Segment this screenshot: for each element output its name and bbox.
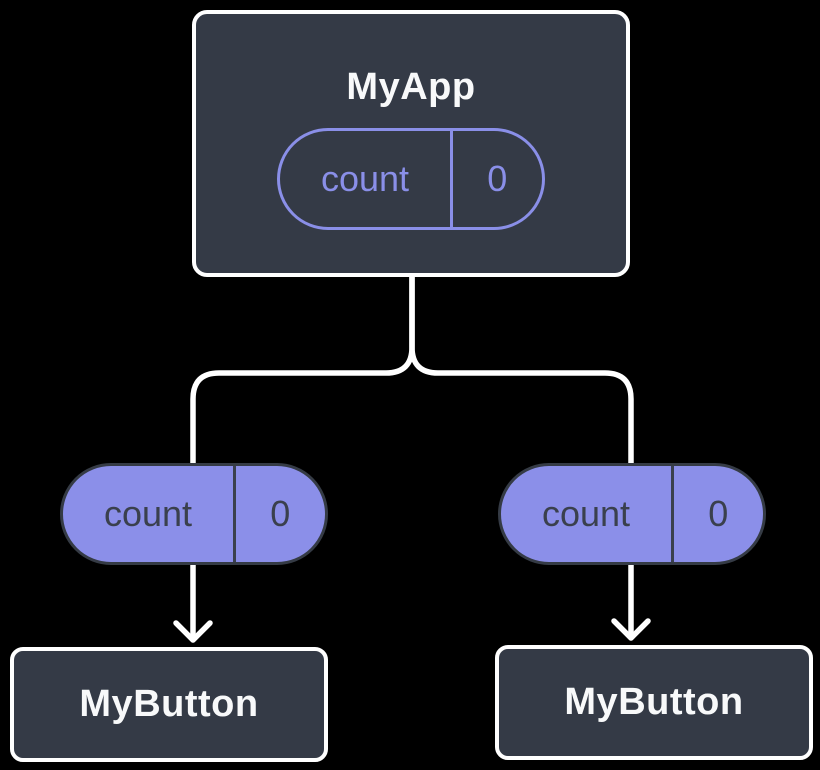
- root-node: MyApp: [192, 10, 630, 277]
- state-name: count: [320, 158, 410, 199]
- pill-divider: [671, 466, 674, 562]
- arrowhead-right-icon: [611, 618, 651, 641]
- pill-divider: [233, 466, 236, 562]
- prop-value: 0: [270, 493, 291, 534]
- prop-pill-left: count 0: [60, 463, 328, 565]
- child-node-left: MyButton: [10, 647, 328, 762]
- prop-name: count: [103, 493, 193, 534]
- arrowhead-left-icon: [173, 620, 213, 643]
- state-value: 0: [487, 158, 508, 199]
- child-node-title: MyButton: [564, 681, 744, 723]
- child-node-title: MyButton: [79, 683, 259, 725]
- prop-pill-right: count 0: [498, 463, 766, 565]
- child-node-right: MyButton: [495, 645, 813, 760]
- prop-value: 0: [708, 493, 729, 534]
- root-node-title: MyApp: [346, 66, 476, 108]
- connector-root-to-right-child: [409, 274, 634, 637]
- root-state-pill: count 0: [277, 128, 545, 230]
- prop-name: count: [541, 493, 631, 534]
- connector-root-to-left-child: [190, 274, 415, 639]
- pill-divider: [450, 131, 453, 227]
